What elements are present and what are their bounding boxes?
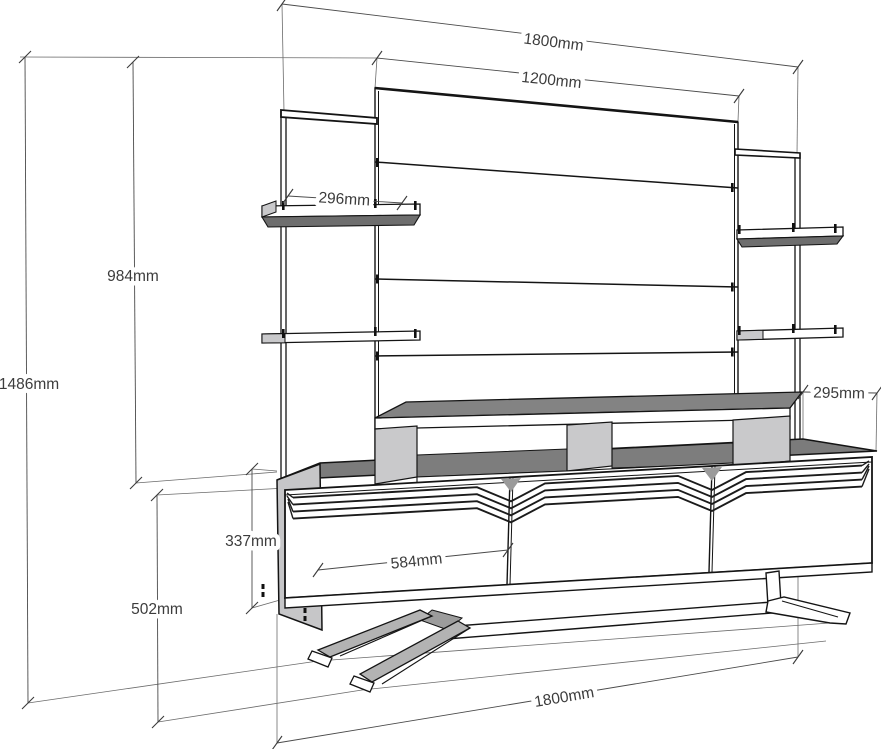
dim-bottom-overall-width-label: 1800mm: [533, 684, 595, 711]
dim-total-height-label: 1486mm: [0, 376, 59, 393]
leg-runner-bar: [442, 601, 773, 640]
right-leg: [765, 570, 851, 625]
door-groove-chevrons: [286, 460, 870, 524]
dim-top-overall-width: 1800mm: [276, 0, 804, 75]
left-shelf-upper: [261, 199, 421, 228]
dim-right-shelf-depth: 295mm: [797, 380, 881, 407]
legs: [307, 570, 851, 693]
right-tower-top-bar: [734, 148, 801, 159]
dim-bottom-overall-width: 1800mm: [272, 649, 804, 749]
back-panel: [374, 86, 739, 473]
dim-right-shelf-depth-label: 295mm: [813, 385, 865, 403]
bridge-divider-panel: [566, 421, 613, 472]
cabinet: [261, 456, 873, 632]
dim-back-panel-width-label: 1200mm: [521, 69, 583, 92]
joint-marks: [261, 584, 307, 621]
right-shelf-lower: [736, 324, 844, 341]
left-leg: [307, 609, 472, 693]
door-gaps: [506, 465, 716, 586]
bridge-left-end-panel: [374, 425, 418, 485]
left-shelf-lower: [261, 327, 421, 344]
bridge-right-end-panel: [732, 415, 791, 468]
right-shelf-tower: [734, 148, 845, 445]
right-shelf-upper: [736, 223, 845, 248]
dim-upper-section-height: 984mm: [103, 55, 163, 490]
panel-slat-lines: [374, 158, 739, 361]
dim-total-height: 1486mm: [0, 50, 64, 710]
dim-cabinet-body-height: 337mm: [221, 462, 281, 615]
left-tower-top-bar: [280, 109, 378, 125]
dim-base-section-height: 502mm: [127, 488, 187, 729]
dim-cabinet-body-height-label: 337mm: [225, 533, 277, 550]
left-shelf-tower: [261, 109, 421, 485]
dim-base-section-height-label: 502mm: [131, 601, 183, 618]
dim-upper-section-height-label: 984mm: [107, 268, 159, 285]
dim-top-overall-width-label: 1800mm: [523, 30, 585, 54]
cabinet-bottom-edge: [284, 562, 873, 609]
dim-left-shelf-depth-label: 296mm: [318, 189, 371, 209]
